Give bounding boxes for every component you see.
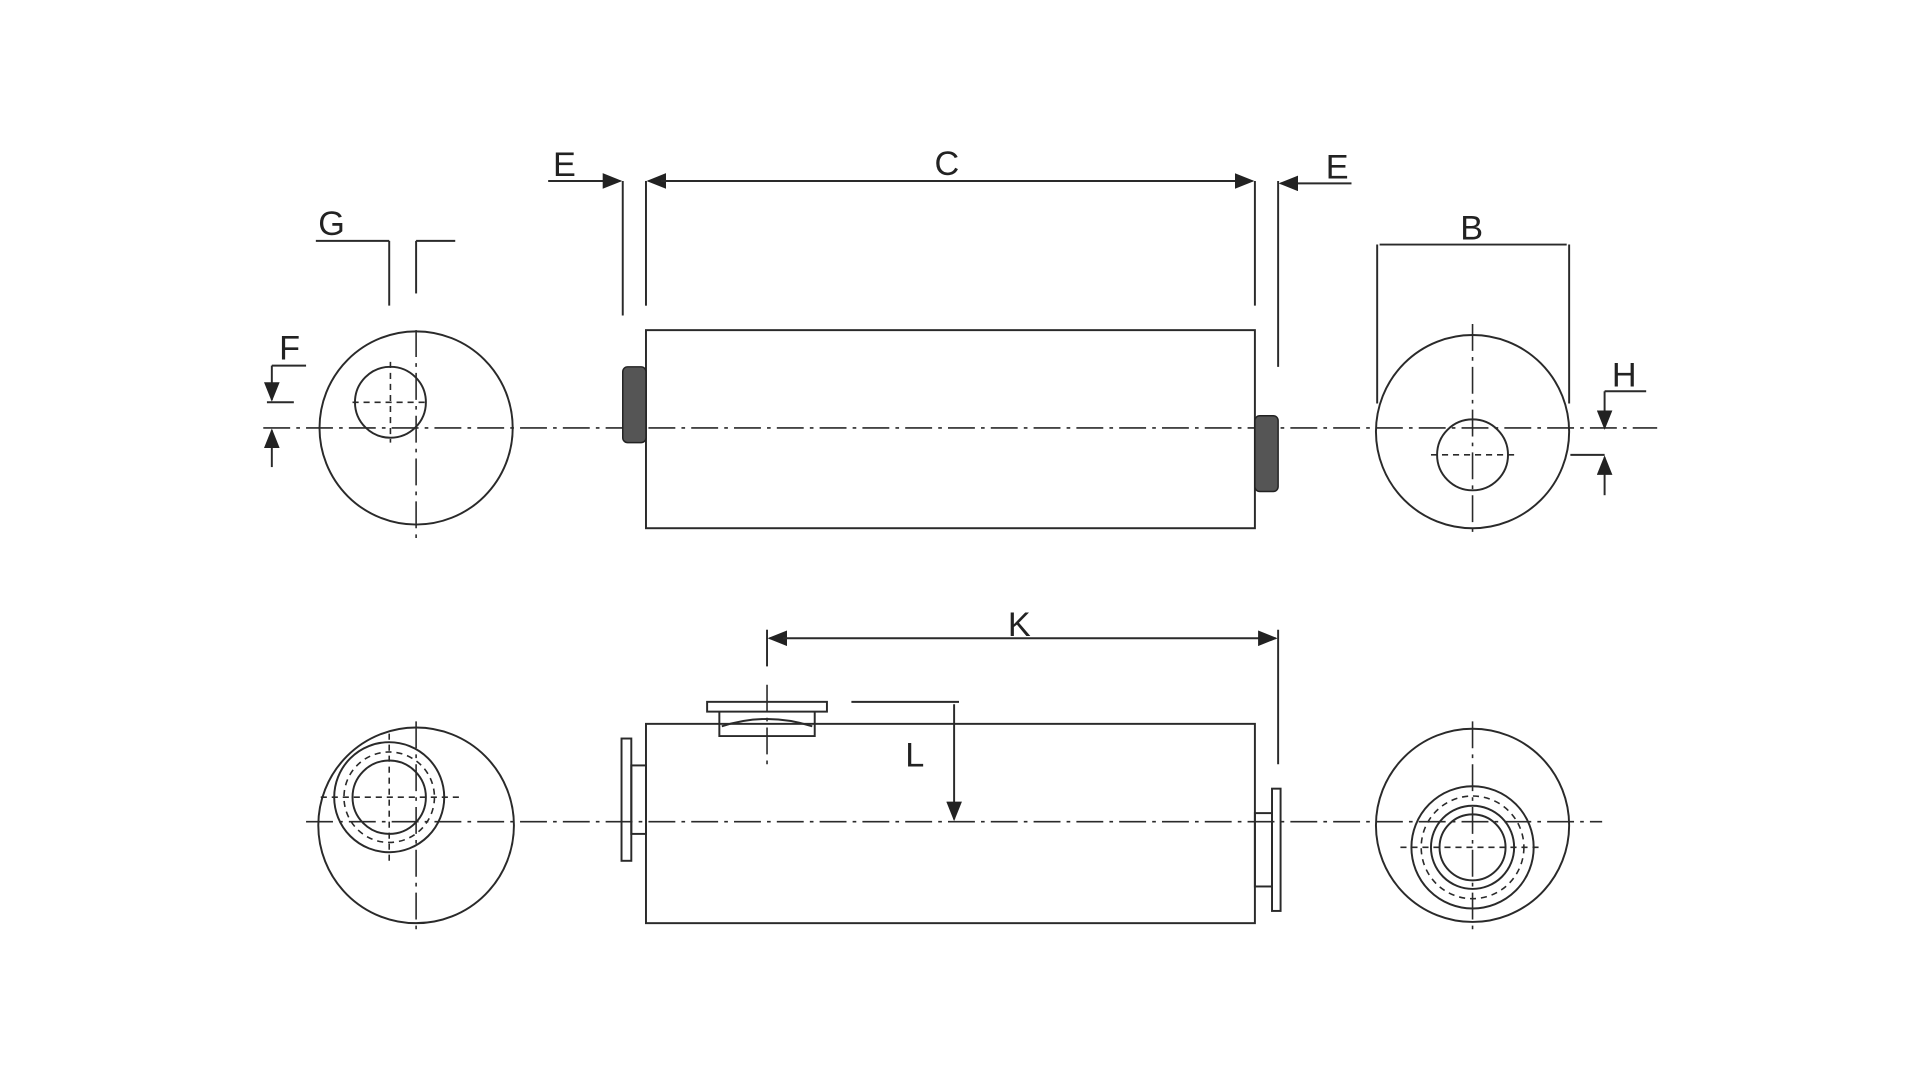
dim-label-l: L [905, 737, 924, 775]
top-left-end-view [263, 239, 1658, 538]
bottom-side-view [620, 629, 1282, 925]
dim-label-e-right: E [1326, 149, 1349, 187]
dim-label-b: B [1460, 210, 1483, 248]
dim-label-k: K [1008, 606, 1031, 644]
bottom-left-end-view [306, 721, 1603, 930]
dim-label-f: F [279, 329, 300, 367]
top-right-end-view [1374, 243, 1647, 538]
dim-label-h: H [1612, 356, 1637, 394]
dim-label-e-left: E [553, 146, 576, 184]
dim-label-g: G [318, 205, 345, 243]
dim-label-c: C [935, 145, 960, 183]
bottom-right-end-view [1374, 721, 1571, 930]
top-side-view [548, 173, 1352, 530]
